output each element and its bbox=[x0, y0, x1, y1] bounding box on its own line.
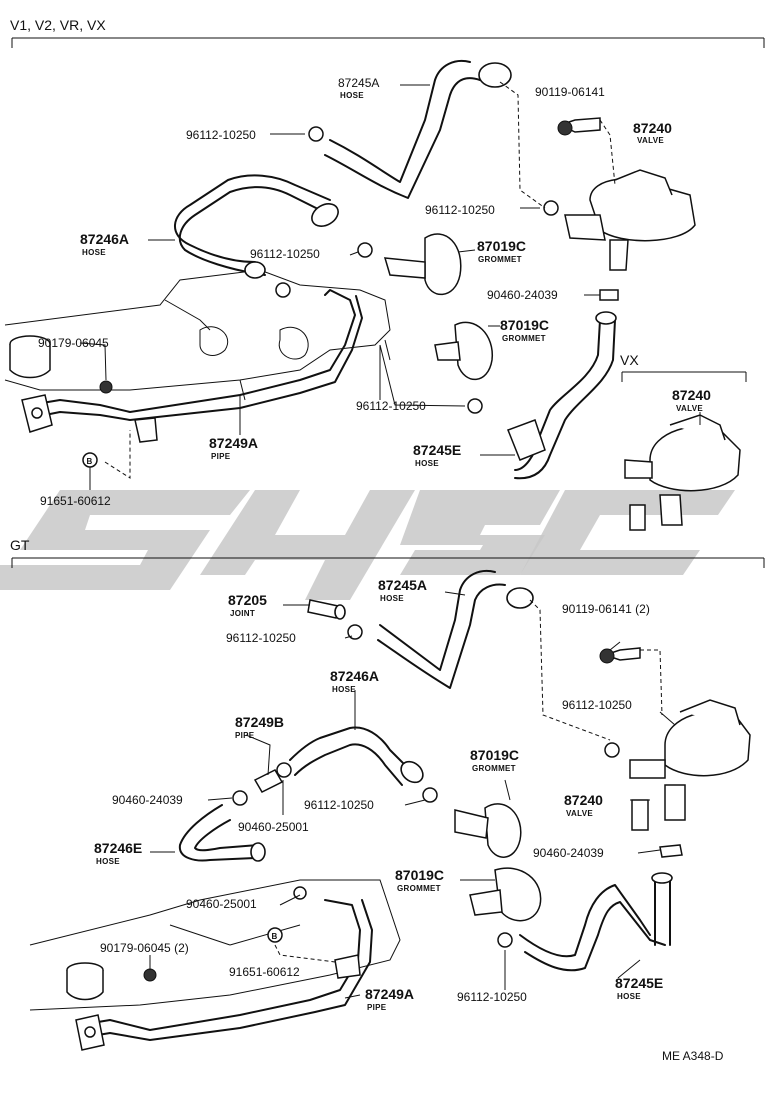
label-87246a-gt: 87246A bbox=[330, 668, 379, 684]
gt-labels: 87205 JOINT 87245A HOSE 96112-10250 9011… bbox=[94, 577, 663, 1012]
desc-87019c-a-gt: GROMMET bbox=[472, 764, 516, 773]
desc-87246a-gt: HOSE bbox=[332, 685, 356, 694]
label-96112-10250-c-gt: 96112-10250 bbox=[304, 798, 374, 812]
label-87245e-gt: 87245E bbox=[615, 975, 663, 991]
desc-87249a-gt: PIPE bbox=[367, 1003, 387, 1012]
label-87240-vx: 87240 bbox=[672, 387, 711, 403]
label-87245e-top: 87245E bbox=[413, 442, 461, 458]
label-87249b-gt: 87249B bbox=[235, 714, 284, 730]
label-96112-10250-a-top: 96112-10250 bbox=[186, 128, 256, 142]
desc-87240-vx: VALVE bbox=[676, 404, 703, 413]
label-90460-25001-a-gt: 90460-25001 bbox=[238, 820, 309, 834]
desc-87245a-top: HOSE bbox=[340, 91, 364, 100]
desc-87246a-top: HOSE bbox=[82, 248, 106, 257]
label-96112-10250-d-gt: 96112-10250 bbox=[457, 990, 527, 1004]
watermark-logo bbox=[0, 490, 735, 600]
gt-leaders bbox=[149, 591, 676, 999]
label-87019c-b-top: 87019C bbox=[500, 317, 549, 333]
label-90460-24039-b-gt: 90460-24039 bbox=[533, 846, 604, 860]
desc-87249a-top: PIPE bbox=[211, 452, 231, 461]
desc-87245a-gt: HOSE bbox=[380, 594, 404, 603]
b-marker-top: B bbox=[87, 457, 93, 466]
diagram-code: ME A348-D bbox=[662, 1049, 724, 1063]
label-87249a-gt: 87249A bbox=[365, 986, 414, 1002]
label-87019c-a-gt: 87019C bbox=[470, 747, 519, 763]
label-90460-25001-b-gt: 90460-25001 bbox=[186, 897, 257, 911]
label-87246e-gt: 87246E bbox=[94, 840, 142, 856]
label-87205-gt: 87205 bbox=[228, 592, 267, 608]
label-90179-06045-top: 90179-06045 bbox=[38, 336, 109, 350]
label-90460-24039-a-gt: 90460-24039 bbox=[112, 793, 183, 807]
gt-drawing bbox=[29, 570, 751, 1051]
label-87246a-top: 87246A bbox=[80, 231, 129, 247]
desc-87205-gt: JOINT bbox=[230, 609, 255, 618]
label-90179-06045-gt: 90179-06045 (2) bbox=[100, 941, 189, 955]
section-header-gt: GT bbox=[10, 537, 30, 553]
label-87019c-a-top: 87019C bbox=[477, 238, 526, 254]
desc-87240-gt: VALVE bbox=[566, 809, 593, 818]
desc-87249b-gt: PIPE bbox=[235, 731, 255, 740]
label-96112-10250-b-top: 96112-10250 bbox=[425, 203, 495, 217]
label-91651-60612-gt: 91651-60612 bbox=[229, 965, 300, 979]
label-91651-60612-top: 91651-60612 bbox=[40, 494, 111, 508]
top-leaders bbox=[79, 81, 701, 490]
label-87249a-top: 87249A bbox=[209, 435, 258, 451]
label-96112-10250-c-top: 96112-10250 bbox=[250, 247, 320, 261]
label-87240-gt: 87240 bbox=[564, 792, 603, 808]
desc-87245e-top: HOSE bbox=[415, 459, 439, 468]
label-90119-06141-top: 90119-06141 bbox=[535, 85, 605, 99]
label-90119-06141-gt: 90119-06141 (2) bbox=[562, 602, 650, 616]
top-drawing bbox=[4, 60, 741, 531]
top-labels: 87245A HOSE 96112-10250 90119-06141 8724… bbox=[38, 76, 711, 508]
desc-87246e-gt: HOSE bbox=[96, 857, 120, 866]
desc-87019c-b-top: GROMMET bbox=[502, 334, 546, 343]
label-96112-10250-a-gt: 96112-10250 bbox=[226, 631, 296, 645]
desc-87245e-gt: HOSE bbox=[617, 992, 641, 1001]
label-90460-24039-top: 90460-24039 bbox=[487, 288, 558, 302]
desc-87019c-b-gt: GROMMET bbox=[397, 884, 441, 893]
desc-87019c-a-top: GROMMET bbox=[478, 255, 522, 264]
label-96112-10250-b-gt: 96112-10250 bbox=[562, 698, 632, 712]
section-header-v1-v2-vr-vx: V1, V2, VR, VX bbox=[10, 17, 106, 33]
b-marker-gt: B bbox=[272, 932, 278, 941]
label-87240-top: 87240 bbox=[633, 120, 672, 136]
section-header-vx: VX bbox=[620, 352, 639, 368]
label-96112-10250-d-top: 96112-10250 bbox=[356, 399, 426, 413]
label-87019c-b-gt: 87019C bbox=[395, 867, 444, 883]
section-frame: V1, V2, VR, VX VX GT bbox=[10, 17, 765, 568]
label-87245a-gt: 87245A bbox=[378, 577, 427, 593]
desc-87240-top: VALVE bbox=[637, 136, 664, 145]
label-87245a-top: 87245A bbox=[338, 76, 379, 90]
